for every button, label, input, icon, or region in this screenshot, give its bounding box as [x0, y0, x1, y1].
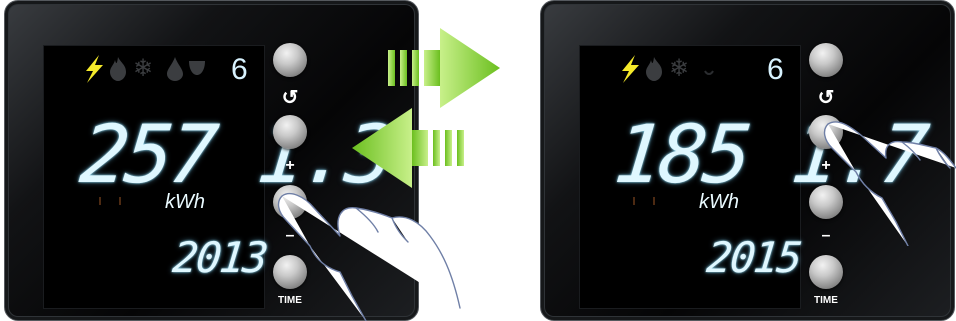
time-label: TIME [273, 295, 307, 306]
energy-reading: 185 1.7 [611, 115, 929, 195]
time-reading: 2015 [705, 237, 803, 279]
time-button[interactable] [273, 255, 307, 289]
time-label: TIME [809, 295, 843, 306]
indicator-mark [633, 197, 635, 205]
minus-button[interactable] [809, 185, 843, 219]
flame-icon [109, 57, 127, 81]
thermostat-device-right: ❄ 6 185 1.7 kWh 2015 ↺ + – TIME [540, 0, 955, 321]
indicator-mark [99, 197, 101, 205]
snowflake-icon: ❄ [133, 57, 153, 81]
indicator-mark [653, 197, 655, 205]
unit-label: kWh [699, 191, 739, 214]
snowflake-icon: ❄ [669, 57, 689, 81]
arrow-left-icon [352, 108, 464, 188]
cup-icon [189, 61, 205, 77]
drop-icon [167, 57, 183, 81]
energy-reading: 257 1.3 [77, 115, 395, 195]
plus-button[interactable] [273, 115, 307, 149]
status-icons-row: ❄ 6 [619, 55, 799, 87]
refresh-icon: ↺ [273, 85, 307, 110]
status-icons-row: ❄ 6 [83, 55, 263, 87]
level-indicator: 6 [231, 53, 248, 87]
minus-label: – [273, 227, 307, 245]
time-reading: 2013 [171, 237, 269, 279]
top-button[interactable] [273, 43, 307, 77]
arrow-right-icon [388, 28, 500, 108]
bolt-icon [83, 55, 105, 83]
refresh-icon: ↺ [809, 85, 843, 110]
indicator-mark [119, 197, 121, 205]
top-button[interactable] [809, 43, 843, 77]
plus-label: + [809, 157, 843, 175]
level-indicator: 6 [767, 53, 784, 87]
bolt-icon [619, 55, 641, 83]
time-button[interactable] [809, 255, 843, 289]
flame-icon [645, 57, 663, 81]
minus-label: – [809, 227, 843, 245]
unit-label: kWh [165, 191, 205, 214]
drop-icon [703, 57, 719, 81]
plus-button[interactable] [809, 115, 843, 149]
minus-button[interactable] [273, 185, 307, 219]
plus-label: + [273, 157, 307, 175]
